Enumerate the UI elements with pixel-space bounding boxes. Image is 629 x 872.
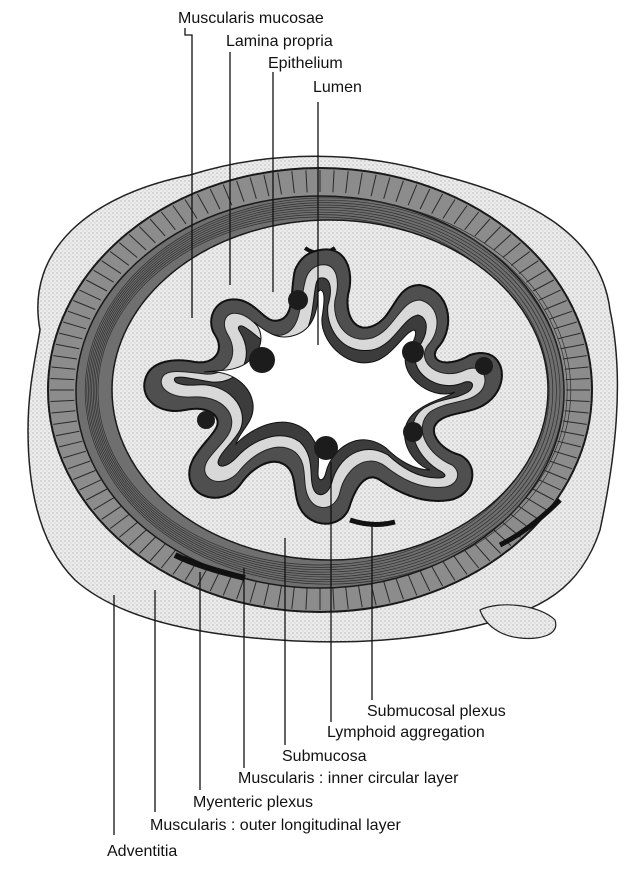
lymphoid-nodule xyxy=(288,290,308,310)
lymphoid-nodule xyxy=(314,436,338,460)
label-lymphoid-aggregation: Lymphoid aggregation xyxy=(327,724,485,742)
label-outer-longitudinal-layer: Muscularis : outer longitudinal layer xyxy=(150,817,401,835)
label-myenteric-plexus: Myenteric plexus xyxy=(193,794,313,812)
label-submucosa: Submucosa xyxy=(282,748,367,766)
lymphoid-nodule xyxy=(403,422,423,442)
lymphoid-nodule xyxy=(475,357,493,375)
label-lumen: Lumen xyxy=(313,79,362,97)
label-adventitia: Adventitia xyxy=(107,843,177,861)
label-inner-circular-layer: Muscularis : inner circular layer xyxy=(238,770,459,788)
label-submucosal-plexus: Submucosal plexus xyxy=(367,703,506,721)
label-epithelium: Epithelium xyxy=(268,55,343,73)
lymphoid-nodule xyxy=(197,411,215,429)
lymphoid-nodule xyxy=(402,341,424,363)
label-muscularis-mucosae: Muscularis mucosae xyxy=(178,10,324,28)
adventitia-pocket xyxy=(480,605,556,639)
label-lamina-propria: Lamina propria xyxy=(226,33,333,51)
lymphoid-nodule xyxy=(249,347,275,373)
